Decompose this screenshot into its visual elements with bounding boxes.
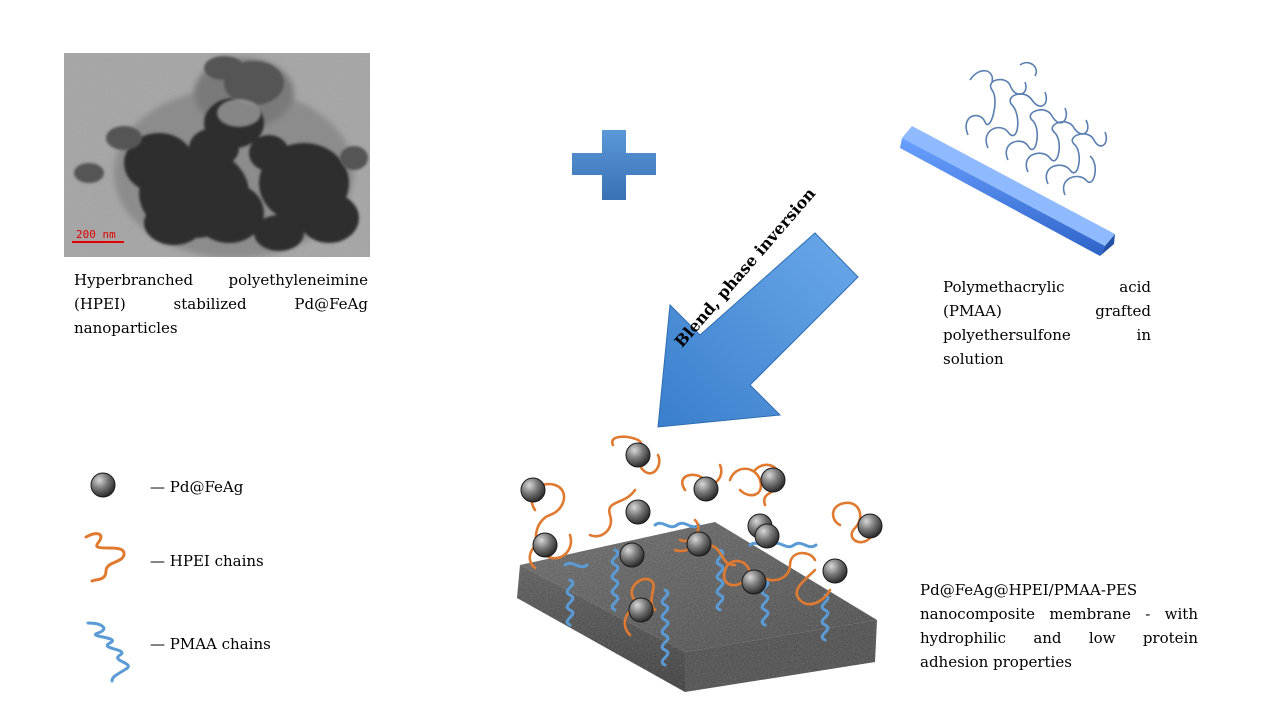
legend-label-pmaa: — PMAA chains (150, 635, 271, 653)
plus-icon (572, 130, 656, 200)
caption-polymer: Polymethacrylic acid (PMAA) grafted poly… (943, 278, 1151, 368)
caption-nanoparticles: Hyperbranched polyethyleneimine (HPEI) s… (74, 271, 368, 337)
tem-micrograph: 200 nm (64, 53, 370, 257)
pmaa-grafted-pes-illustration (900, 60, 1120, 260)
scale-bar-label: 200 nm (76, 228, 116, 241)
legend: — Pd@FeAg — HPEI chains — PMAA chains (80, 465, 340, 695)
nanocomposite-membrane-illustration (495, 430, 885, 700)
process-arrow (640, 215, 870, 445)
blue-chain-icon (82, 617, 138, 687)
orange-chain-icon (82, 531, 132, 583)
caption-membrane: Pd@FeAg@HPEI/PMAA-PES nanocomposite memb… (920, 581, 1198, 671)
legend-label-pd-feag: — Pd@FeAg (150, 478, 244, 496)
legend-label-hpei: — HPEI chains (150, 552, 264, 570)
sphere-icon (89, 471, 117, 499)
